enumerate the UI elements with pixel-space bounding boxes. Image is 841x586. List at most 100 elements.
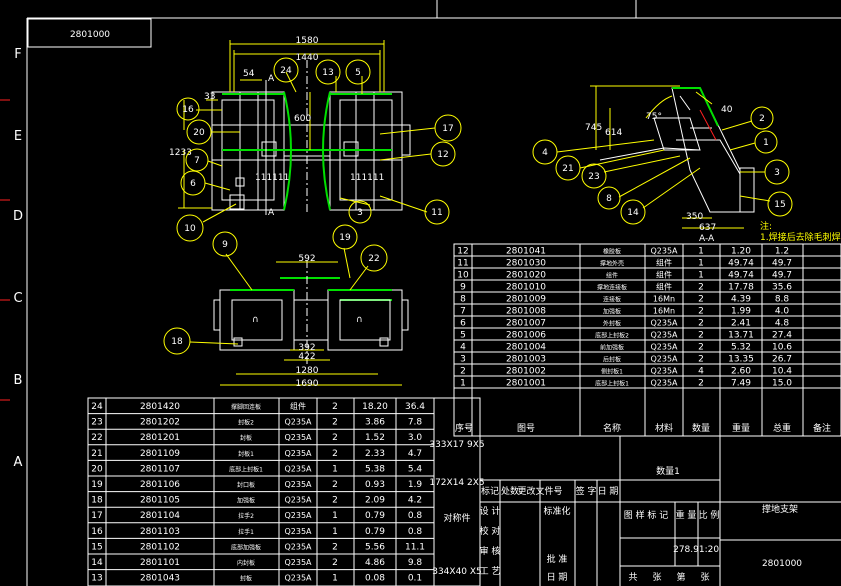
cell-seq: 1: [460, 379, 466, 389]
cell-unit-weight: 13.35: [728, 355, 754, 365]
cell-unit-weight: 49.74: [728, 271, 754, 281]
balloon-number: 12: [437, 150, 448, 160]
cell-unit-weight: 2.60: [731, 367, 751, 377]
cell-seq: 6: [460, 319, 466, 329]
cell-material: Q235A: [284, 449, 312, 458]
cell-material: 组件: [656, 282, 672, 292]
hole-mark: ∩: [356, 315, 363, 325]
role-review: 审 核: [480, 545, 501, 557]
balloon-number: 21: [562, 164, 573, 174]
cell-quantity: 2: [698, 343, 704, 353]
zone-letter: F: [14, 47, 21, 62]
approve-label: 批 准: [547, 553, 568, 565]
cell-material: 组件: [290, 401, 306, 411]
header-quantity: 数量: [692, 422, 710, 434]
balloon-number: 15: [774, 200, 785, 210]
zone-letter: E: [14, 129, 22, 144]
cell-total-weight: 9.8: [408, 558, 423, 568]
side-leaders: [556, 120, 771, 209]
cell-total-weight: 3.0: [408, 433, 423, 443]
dimension-label: 350: [686, 212, 703, 222]
header-total-weight: 总重: [773, 422, 791, 434]
bottom-view: ∩ ∩: [213, 260, 409, 365]
cell-total-weight: 49.7: [772, 259, 792, 269]
sheet-unit: 张: [652, 572, 661, 583]
balloon-number: 10: [184, 224, 196, 234]
cell-unit-weight: 2.33: [365, 449, 385, 459]
cell-code: 2801020: [506, 271, 546, 281]
cell-quantity: 2: [698, 331, 704, 341]
front-dimensions: [178, 40, 385, 209]
cell-total-weight: 4.0: [775, 307, 790, 317]
cell-seq: 9: [460, 283, 466, 293]
rev-col-file: 更改文件号: [517, 485, 562, 497]
cell-quantity: 2: [332, 418, 338, 428]
product-name: 撑地支架: [762, 503, 798, 515]
cell-name: 底部上封板2: [595, 332, 629, 340]
balloon-number: 9: [222, 240, 228, 250]
side-view: [599, 87, 755, 213]
cell-code: 2801109: [140, 449, 180, 459]
standardization-label: 标准化: [543, 505, 570, 517]
section-mark: A: [268, 208, 275, 218]
role-process: 工 艺: [480, 566, 501, 577]
dimension-label: 40: [721, 105, 733, 115]
cell-material: Q235A: [650, 343, 678, 352]
cell-quantity: 2: [332, 480, 338, 490]
cell-material: Q235A: [284, 418, 312, 427]
scale-label: 比 例: [699, 509, 720, 521]
cell-seq: 10: [457, 271, 469, 281]
cell-code: 2801008: [506, 307, 546, 317]
cell-quantity: 1: [332, 527, 338, 537]
rev-col-date: 日 期: [598, 486, 619, 497]
cell-material: 16Mn: [653, 307, 675, 316]
cell-unit-weight: 4.39: [731, 295, 751, 305]
bottom-leaders: [189, 247, 369, 345]
cell-material: Q235A: [650, 331, 678, 340]
balloon-number: 4: [542, 148, 548, 158]
cell-unit-weight: 7.49: [731, 379, 751, 389]
front-balloons: [176, 57, 462, 242]
balloon-number: 20: [193, 128, 205, 138]
cell-quantity: 1: [332, 574, 338, 584]
role-check: 校 对: [480, 525, 501, 537]
cell-unit-weight: 0.08: [365, 574, 385, 584]
cell-total-weight: 27.4: [772, 331, 792, 341]
cell-seq: 2: [460, 367, 466, 377]
rev-col-count: 处数: [501, 485, 519, 497]
dimension-label: 592: [298, 254, 315, 264]
quantity-label: 数量1: [656, 465, 680, 477]
cell-seq: 23: [91, 418, 102, 428]
dimension-label: 637: [699, 223, 716, 233]
zone-letter: D: [13, 209, 23, 224]
cell-name: 底部上封板1: [595, 380, 629, 388]
cell-unit-weight: 0.93: [365, 480, 385, 490]
role-design: 设 计: [480, 505, 501, 517]
cell-name: 撑脚回连板: [231, 403, 261, 411]
rev-col-sign: 签 字: [576, 485, 597, 497]
cell-total-weight: 7.8: [408, 418, 423, 428]
cell-material: 组件: [656, 258, 672, 268]
cell-total-weight: 15.0: [772, 379, 792, 389]
cell-name: 封板: [240, 575, 252, 583]
cell-material: Q235A: [284, 527, 312, 536]
cell-code: 2801010: [506, 283, 546, 293]
balloon-number: 3: [774, 168, 780, 178]
date-label: 日 期: [547, 572, 568, 583]
drawing-number: 2801000: [762, 559, 802, 569]
cell-quantity: 4: [698, 367, 704, 377]
sheet-unit: 张: [700, 572, 709, 583]
cell-seq: 19: [91, 480, 103, 490]
cell-code: 2801420: [140, 402, 180, 412]
dimension-label: 54: [243, 69, 255, 79]
cell-name: 撑地连接板: [597, 284, 627, 292]
dimension-label: 1580: [296, 36, 319, 46]
balloon-number: 1: [763, 138, 769, 148]
cell-code: 2801104: [140, 511, 180, 521]
rev-col-mark: 标记: [481, 485, 499, 497]
sheet-total-label: 共: [628, 572, 637, 583]
cell-name: 封板: [240, 434, 252, 442]
cell-name: 撑地外壳: [600, 260, 624, 268]
cell-total-weight: 1.2: [775, 247, 789, 257]
